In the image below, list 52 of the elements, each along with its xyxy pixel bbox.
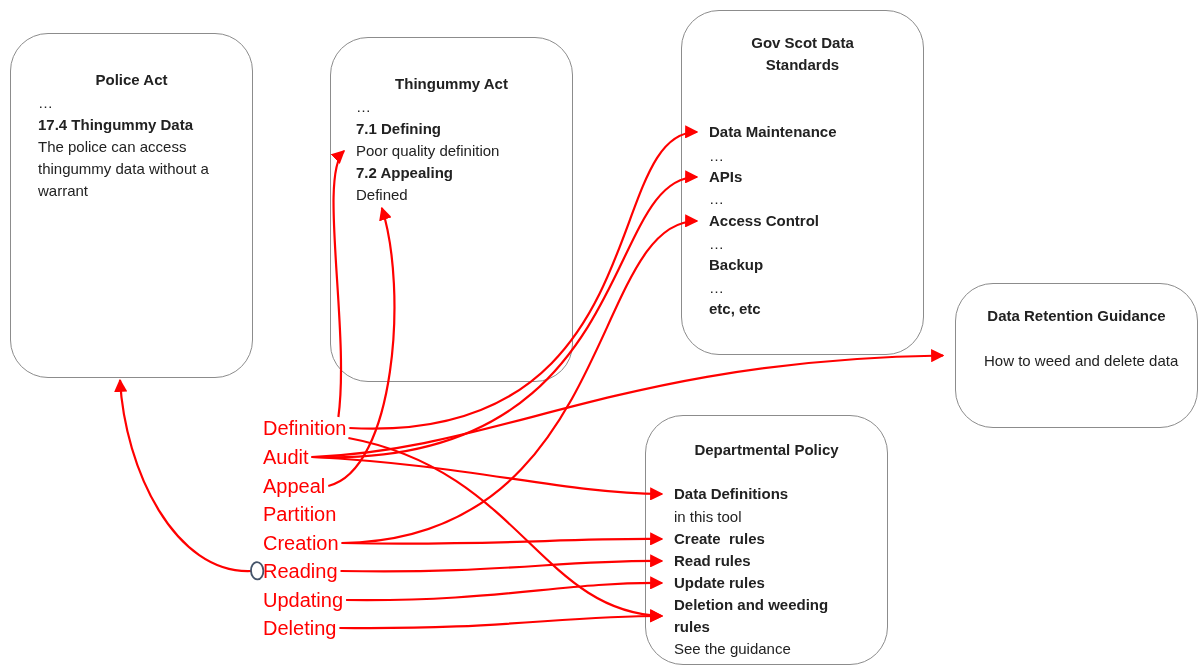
arrow (311, 455, 664, 501)
arrow (349, 128, 699, 430)
list-item-text: … (356, 96, 371, 118)
category-label: Deleting (263, 616, 337, 640)
panel-text: The police can access thingummy data without a warrant (38, 137, 210, 201)
category-label: Definition (263, 416, 347, 440)
panel-heading: Police Act (94, 70, 169, 90)
rounded-panel (645, 415, 888, 665)
arrow (114, 378, 265, 582)
list-item-text: Data Maintenance (709, 121, 837, 143)
list-item-text: … (709, 233, 724, 255)
panel-heading: Gov Scot Data Standards (750, 33, 855, 75)
category-label: Appeal (263, 474, 326, 498)
list-item-text: 7.2 Appealing (356, 162, 453, 184)
list-item-text: Update rules (674, 572, 765, 594)
list-item-text: etc, etc (709, 298, 761, 320)
list-item-text: See the guidance (674, 638, 791, 660)
arrow (332, 149, 345, 418)
rounded-panel (10, 33, 253, 378)
arrow (341, 532, 664, 546)
list-item-text: APIs (709, 166, 743, 188)
list-item-text: Create rules (674, 528, 765, 550)
panel-text: … (38, 93, 54, 113)
list-item-text: in this tool (674, 506, 742, 528)
panel-text: How to weed and delete data (984, 351, 1180, 371)
list-item-text: … (709, 145, 724, 167)
panel-text: 17.4 Thingummy Data (38, 115, 195, 135)
list-item-text: … (709, 277, 724, 299)
list-item-text: 7.1 Defining (356, 118, 441, 140)
rounded-panel (955, 283, 1198, 428)
list-item-text: Backup (709, 254, 764, 276)
list-item-text: Defined (356, 184, 408, 206)
category-label: Reading (263, 559, 338, 583)
category-label: Updating (263, 588, 344, 612)
rounded-panel (681, 10, 924, 355)
list-item-text: Poor quality definition (356, 140, 500, 162)
list-item-text: Data Definitions (674, 483, 789, 505)
list-item-text: Deletion and weeding rules (674, 594, 859, 638)
list-item-text: Read rules (674, 550, 751, 572)
list-item-text: Access Control (709, 210, 820, 232)
category-label: Partition (263, 502, 337, 526)
category-label: Creation (263, 531, 339, 555)
arrow (340, 554, 664, 573)
arrow (346, 576, 664, 602)
rounded-panel (330, 37, 573, 382)
list-item-text: … (709, 188, 724, 210)
arrow (327, 206, 396, 487)
panel-heading: Data Retention Guidance (986, 306, 1167, 326)
category-label: Audit (263, 445, 309, 469)
arrow (339, 609, 664, 630)
panel-heading: Departmental Policy (693, 440, 840, 460)
panel-heading: Thingummy Act (394, 74, 509, 94)
